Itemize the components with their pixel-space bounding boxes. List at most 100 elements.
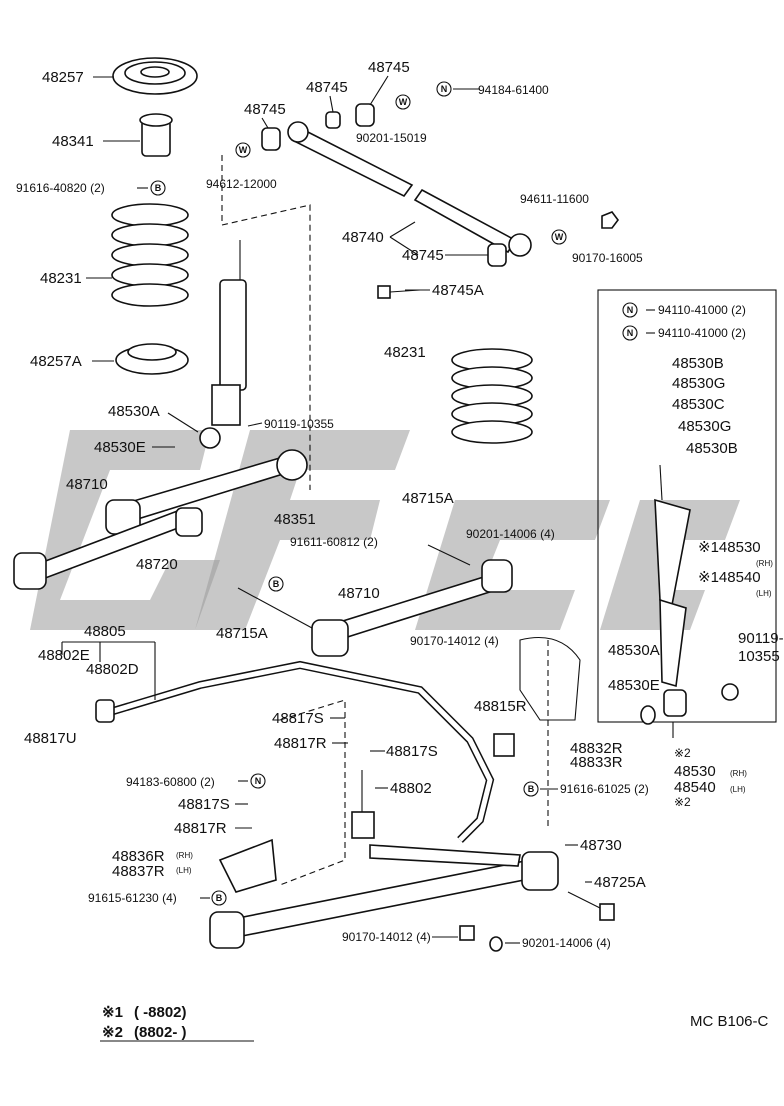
label-94110-41000-b: 94110-41000 (2): [658, 326, 746, 340]
label-148530-side: (RH): [756, 559, 773, 568]
svg-text:※2: ※2: [102, 1024, 123, 1041]
label-48837R-side: (LH): [176, 866, 192, 875]
symbol-n-4: N: [250, 773, 266, 789]
label-48802E: 48802E: [38, 647, 90, 664]
label-90170-14012-a: 90170-14012 (4): [410, 634, 499, 648]
label-48725A: 48725A: [594, 874, 646, 891]
label-48530: 48530: [674, 763, 716, 780]
label-48351: 48351: [274, 511, 316, 528]
label-90119-b1: 90119-: [738, 630, 784, 647]
lateral-control-rod: [209, 844, 559, 949]
leader-lines: [61, 75, 674, 944]
stabilizer-link: [351, 770, 375, 839]
svg-text:N: N: [627, 328, 634, 338]
upper-spring-seat: [112, 57, 198, 95]
label-48740: 48740: [342, 229, 384, 246]
nut-90170: [601, 211, 619, 229]
right-shock-absorber: [654, 464, 691, 717]
svg-text:( -8802): ( -8802): [134, 1004, 187, 1021]
label-90201-14006-a: 90201-14006 (4): [466, 527, 555, 541]
label-48815R: 48815R: [474, 698, 527, 715]
label-48257: 48257: [42, 69, 84, 86]
upper-control-arm: [287, 121, 532, 257]
label-148540: ※148540: [698, 569, 761, 586]
nut-90170-lower: [459, 925, 475, 941]
label-91615-61230: 91615-61230 (4): [88, 891, 177, 905]
label-48745A: 48745A: [432, 282, 484, 299]
bolt-48715A-upper: [427, 544, 471, 566]
label-91616-61025: 91616-61025 (2): [560, 782, 649, 796]
label-48745-a: 48745: [244, 101, 286, 118]
label-48730: 48730: [580, 837, 622, 854]
label-48745-c: 48745: [368, 59, 410, 76]
bolt-48725A: [567, 891, 615, 921]
label-48802: 48802: [390, 780, 432, 797]
label-48715A-right: 48715A: [402, 490, 454, 507]
label-91611-60812: 91611-60812 (2): [290, 535, 378, 549]
label-note2-a: ※2: [674, 746, 691, 760]
symbol-b-1: B: [150, 180, 166, 196]
washer-90201-lower: [489, 936, 503, 952]
footnote-2: ※2 (8802- ): [102, 1024, 187, 1041]
symbol-w-2: W: [235, 142, 251, 158]
bushing-48745-b: [325, 111, 341, 129]
symbol-n-1: N: [436, 81, 452, 97]
label-48530E-right: 48530E: [608, 677, 660, 694]
svg-text:N: N: [441, 84, 448, 94]
diagram-id: MC B106-C: [690, 1013, 769, 1030]
label-48817S-a: 48817S: [272, 710, 324, 727]
svg-text:N: N: [255, 776, 262, 786]
right-coil-spring: [451, 348, 533, 444]
symbol-n-3: N: [622, 325, 638, 341]
label-94611-11600: 94611-11600: [520, 192, 589, 206]
svg-text:W: W: [399, 97, 408, 107]
symbol-w-1: W: [395, 94, 411, 110]
lower-control-arm-left: [105, 449, 308, 535]
label-48817R-a: 48817R: [274, 735, 327, 752]
label-48745-b: 48745: [306, 79, 348, 96]
label-48257A: 48257A: [30, 353, 82, 370]
label-48817U: 48817U: [24, 730, 77, 747]
svg-text:B: B: [216, 893, 223, 903]
bolt-48745A: [377, 285, 421, 299]
svg-text:W: W: [239, 145, 248, 155]
label-90170-16005: 90170-16005: [572, 251, 643, 265]
label-48745-d: 48745: [402, 247, 444, 264]
label-note2-b: ※2: [674, 795, 691, 809]
label-48530-side: (RH): [730, 769, 747, 778]
label-90170-14012-b: 90170-14012 (4): [342, 930, 431, 944]
label-48540-side: (LH): [730, 785, 746, 794]
label-48231-right: 48231: [384, 344, 426, 361]
clamp-48815R: [493, 733, 515, 757]
bump-stopper: [139, 113, 173, 157]
nut-90119-r: [721, 683, 739, 701]
label-48530A-left: 48530A: [108, 403, 160, 420]
label-91616-40820: 91616-40820 (2): [16, 181, 105, 195]
svg-text:B: B: [273, 579, 280, 589]
label-90119-10355-a: 90119-10355: [264, 417, 334, 431]
label-48540: 48540: [674, 779, 716, 796]
left-coil-spring: [111, 203, 189, 307]
label-48802D: 48802D: [86, 661, 139, 678]
label-48530G-a: 48530G: [672, 375, 725, 392]
label-48231-left: 48231: [40, 270, 82, 287]
footnote-1: ※1 ( -8802): [102, 1004, 187, 1021]
label-48817R-b: 48817R: [174, 820, 227, 837]
axle-housing: [519, 636, 581, 721]
bushing-48745-a: [261, 127, 281, 151]
label-48530B-a: 48530B: [672, 355, 724, 372]
bolt-48715A-lower: [237, 587, 313, 629]
label-148540-side: (LH): [756, 589, 772, 598]
symbol-n-2: N: [622, 302, 638, 318]
lower-control-arm-48720: [13, 507, 203, 590]
svg-text:W: W: [555, 232, 564, 242]
symbol-b-4: B: [211, 890, 227, 906]
label-48817S-c: 48817S: [178, 796, 230, 813]
leader-dash-1: [221, 155, 311, 490]
lower-control-arm-right: [311, 559, 513, 657]
label-148530: ※148530: [698, 539, 761, 556]
label-94184-61400: 94184-61400: [478, 83, 549, 97]
label-90201-15019: 90201-15019: [356, 131, 427, 145]
label-48530C: 48530C: [672, 396, 725, 413]
label-94183-60800: 94183-60800 (2): [126, 775, 215, 789]
